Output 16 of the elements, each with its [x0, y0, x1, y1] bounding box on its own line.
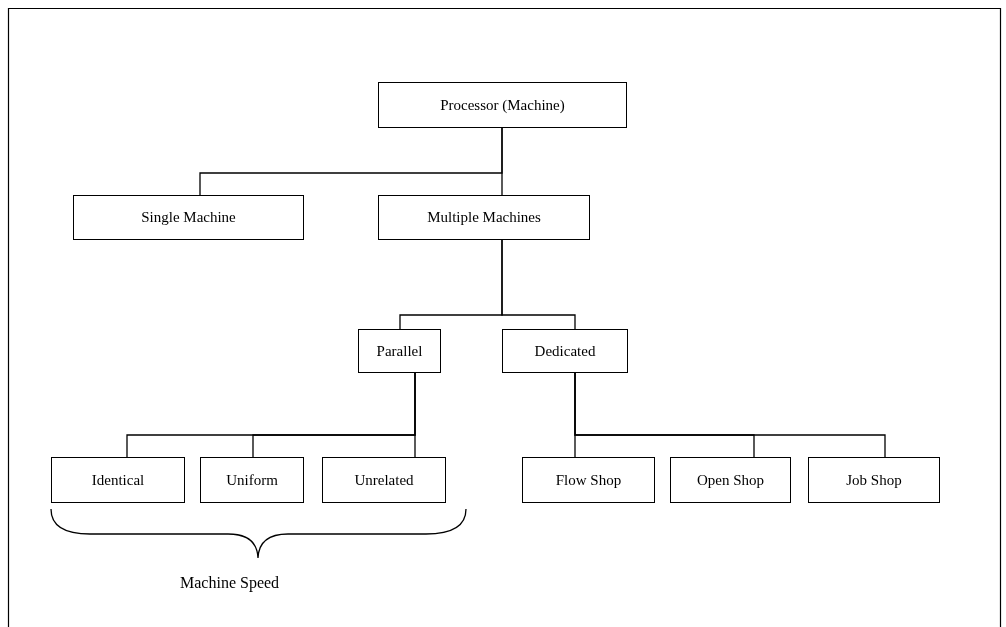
- category-box: Processor (Machine): [378, 82, 627, 128]
- connector-line: [574, 372, 886, 458]
- category-box: Unrelated: [322, 457, 446, 503]
- category-box: Open Shop: [670, 457, 791, 503]
- category-box: Job Shop: [808, 457, 940, 503]
- group-label: Machine Speed: [180, 574, 280, 592]
- category-box: Multiple Machines: [378, 195, 590, 240]
- category-box: Uniform: [200, 457, 304, 503]
- category-box: Flow Shop: [522, 457, 655, 503]
- connector-line: [414, 372, 416, 458]
- category-box: Identical: [51, 457, 185, 503]
- category-box: Parallel: [358, 329, 441, 373]
- connector-line: [501, 239, 576, 330]
- category-box: Dedicated: [502, 329, 628, 373]
- category-box: Single Machine: [73, 195, 304, 240]
- connector-line: [501, 127, 503, 196]
